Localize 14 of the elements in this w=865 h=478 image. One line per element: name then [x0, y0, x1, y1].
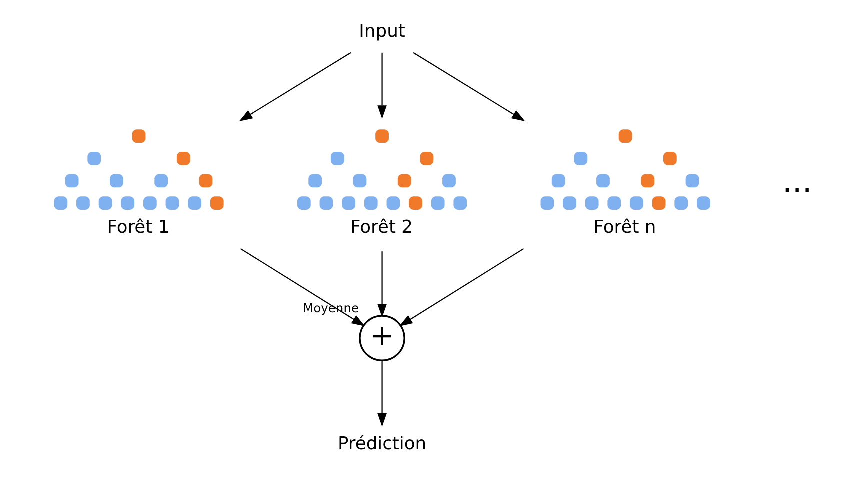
node-label: Forêt n — [594, 217, 656, 238]
arrow — [378, 360, 387, 427]
arrow — [378, 52, 387, 119]
arrow — [399, 248, 524, 327]
node-circle: + — [359, 315, 406, 362]
arrow — [239, 52, 352, 122]
arrow — [378, 252, 387, 318]
node-label: Forêt 2 — [350, 217, 413, 238]
node-text: Prédiction — [338, 434, 427, 455]
arrow — [240, 248, 366, 327]
arrow — [413, 52, 526, 122]
node-text: Input — [359, 20, 406, 42]
node-label: Forêt 1 — [107, 217, 170, 238]
label: ... — [782, 164, 812, 200]
